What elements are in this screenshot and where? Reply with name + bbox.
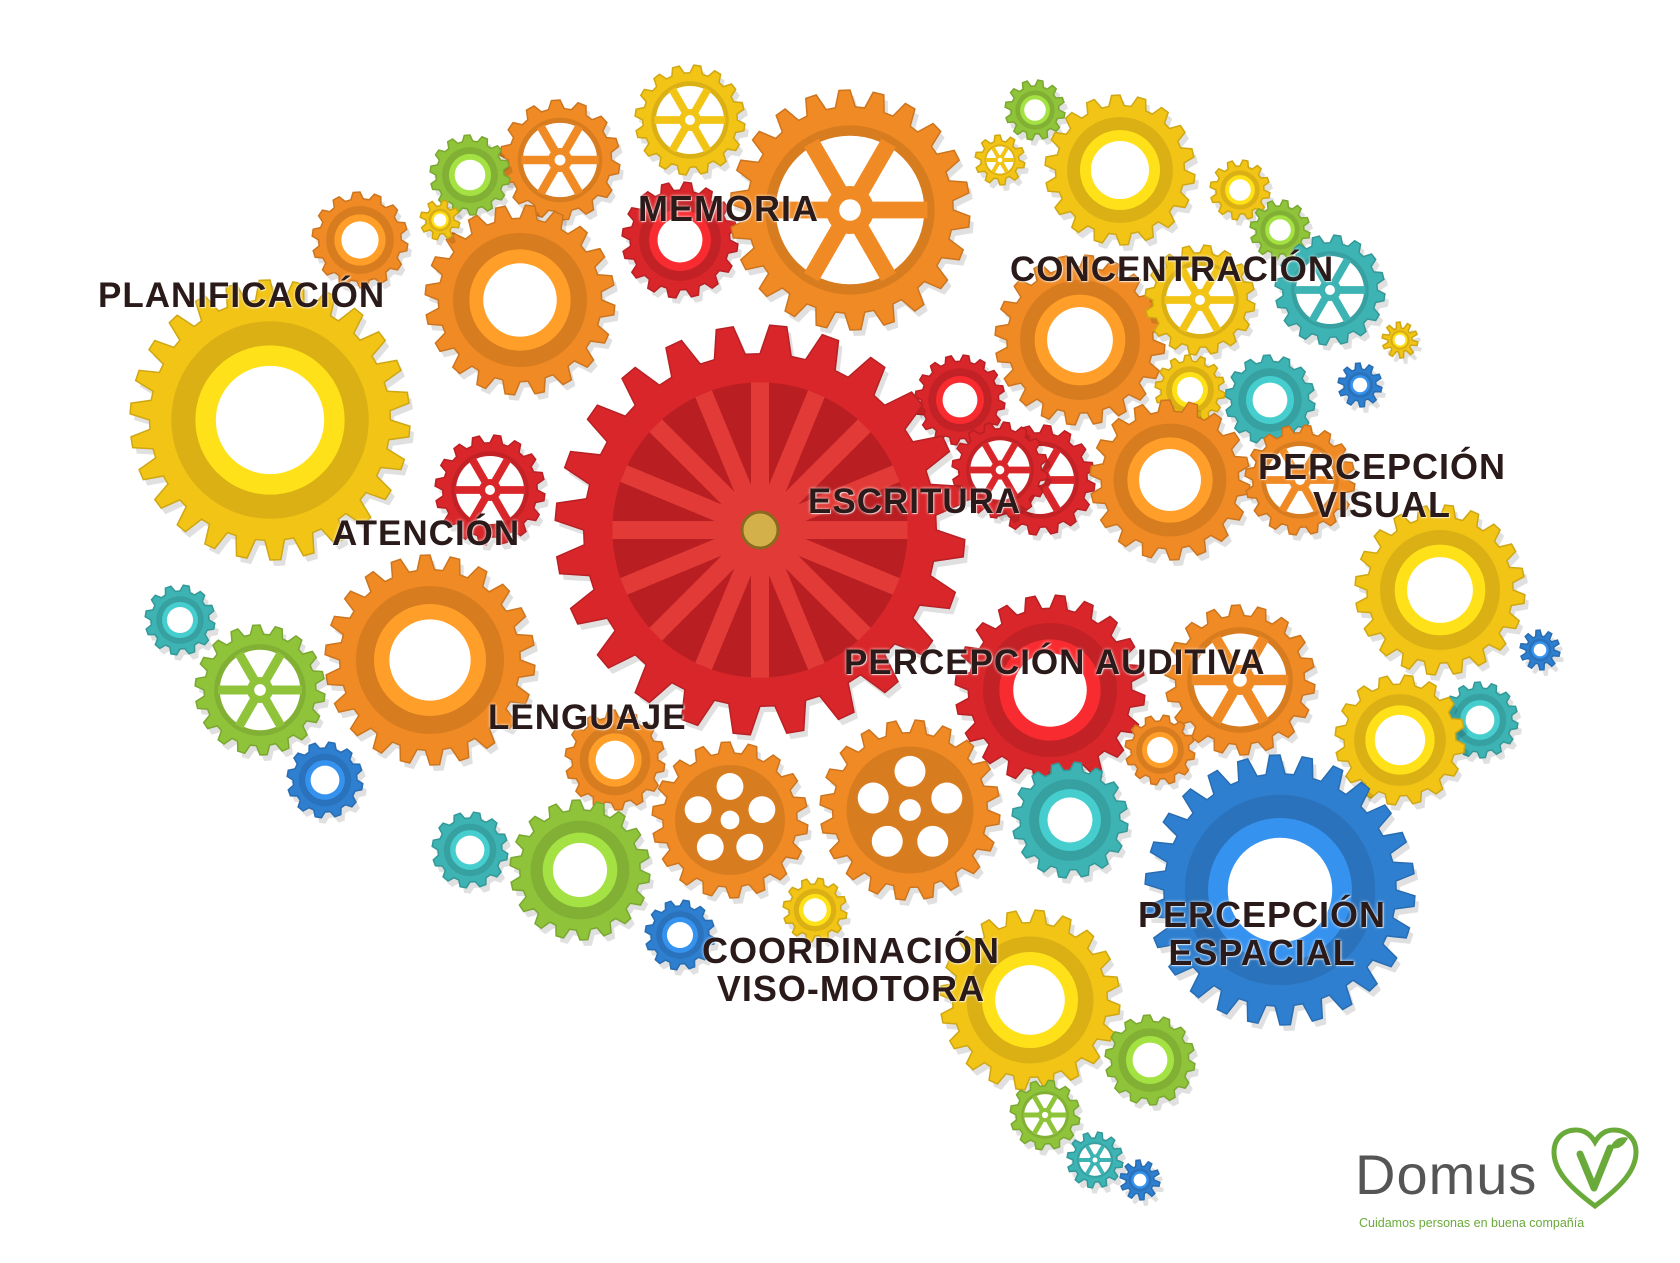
gear — [144, 584, 219, 661]
leaf-heart-icon — [1551, 1127, 1639, 1210]
gear — [1249, 199, 1314, 266]
label-coordinacion-viso-motora: COORDINACIÓN VISO-MOTORA — [702, 932, 1000, 1008]
gear — [434, 434, 549, 551]
gear — [429, 134, 514, 221]
label-coordinacion-line2: VISO-MOTORA — [716, 967, 986, 1009]
label-escritura: ESCRITURA — [808, 482, 1022, 521]
gear — [499, 99, 624, 226]
gear — [509, 799, 654, 946]
central-wheel-spokes — [612, 382, 908, 678]
gear — [1337, 362, 1386, 413]
gear — [1519, 629, 1564, 676]
label-lenguaje: LENGUAJE — [488, 698, 687, 737]
gear — [1274, 234, 1389, 351]
gear — [1009, 1079, 1084, 1156]
gear — [994, 254, 1169, 431]
label-percepcion-visual-line1: PERCEPCIÓN — [1258, 446, 1507, 487]
gear — [644, 899, 719, 976]
gear — [729, 89, 974, 336]
label-coordinacion-line1: COORDINACIÓN — [702, 930, 1000, 971]
gear — [951, 421, 1052, 524]
label-concentracion: CONCENTRACIÓN — [1010, 250, 1335, 289]
gear — [1144, 244, 1259, 361]
gear — [782, 877, 851, 948]
gear — [1224, 354, 1319, 451]
gear — [194, 624, 329, 761]
label-percepcion-espacial-line1: PERCEPCIÓN — [1138, 894, 1387, 935]
gear — [621, 181, 742, 304]
gear — [564, 709, 669, 816]
label-memoria: MEMORIA — [638, 188, 819, 229]
gear — [1334, 674, 1469, 811]
gear — [431, 811, 512, 894]
gear — [1354, 504, 1529, 681]
gear — [419, 199, 464, 246]
gear — [819, 719, 1004, 906]
label-percepcion-auditiva: PERCEPCIÓN AUDITIVA — [844, 643, 1266, 682]
label-atencion: ATENCIÓN — [332, 514, 521, 553]
label-percepcion-visual: PERCEPCIÓN VISUAL — [1258, 448, 1506, 524]
gear — [1381, 321, 1422, 364]
gear — [1244, 424, 1359, 541]
label-percepcion-visual-line2: VISUAL — [1313, 483, 1452, 525]
label-percepcion-espacial-line2: ESPACIAL — [1168, 931, 1356, 973]
label-planificacion: PLANIFICACIÓN — [98, 276, 386, 315]
gear — [311, 191, 412, 294]
gear — [939, 909, 1124, 1096]
label-percepcion-espacial: PERCEPCIÓN ESPACIAL — [1138, 896, 1386, 972]
logo-wordmark: Domus — [1355, 1143, 1538, 1206]
gear — [1124, 714, 1199, 791]
gear — [1104, 1014, 1199, 1111]
gear — [651, 741, 812, 904]
gear — [1164, 604, 1319, 761]
gear — [1144, 754, 1419, 1031]
gear — [424, 204, 619, 401]
gear — [1119, 1159, 1164, 1206]
gear — [634, 64, 749, 181]
gear — [954, 594, 1149, 791]
gear — [974, 134, 1029, 191]
gear — [286, 741, 367, 824]
gear — [324, 554, 539, 771]
gear — [129, 279, 414, 566]
domusvi-logo: Domus Cuidamos personas en buena compañí… — [1355, 1120, 1655, 1240]
gear — [1004, 79, 1069, 146]
logo-tagline: Cuidamos personas en buena compañía — [1359, 1216, 1585, 1230]
gear — [1066, 1131, 1127, 1194]
gear — [1089, 399, 1254, 566]
gear — [1011, 761, 1132, 884]
gear — [1044, 94, 1199, 251]
